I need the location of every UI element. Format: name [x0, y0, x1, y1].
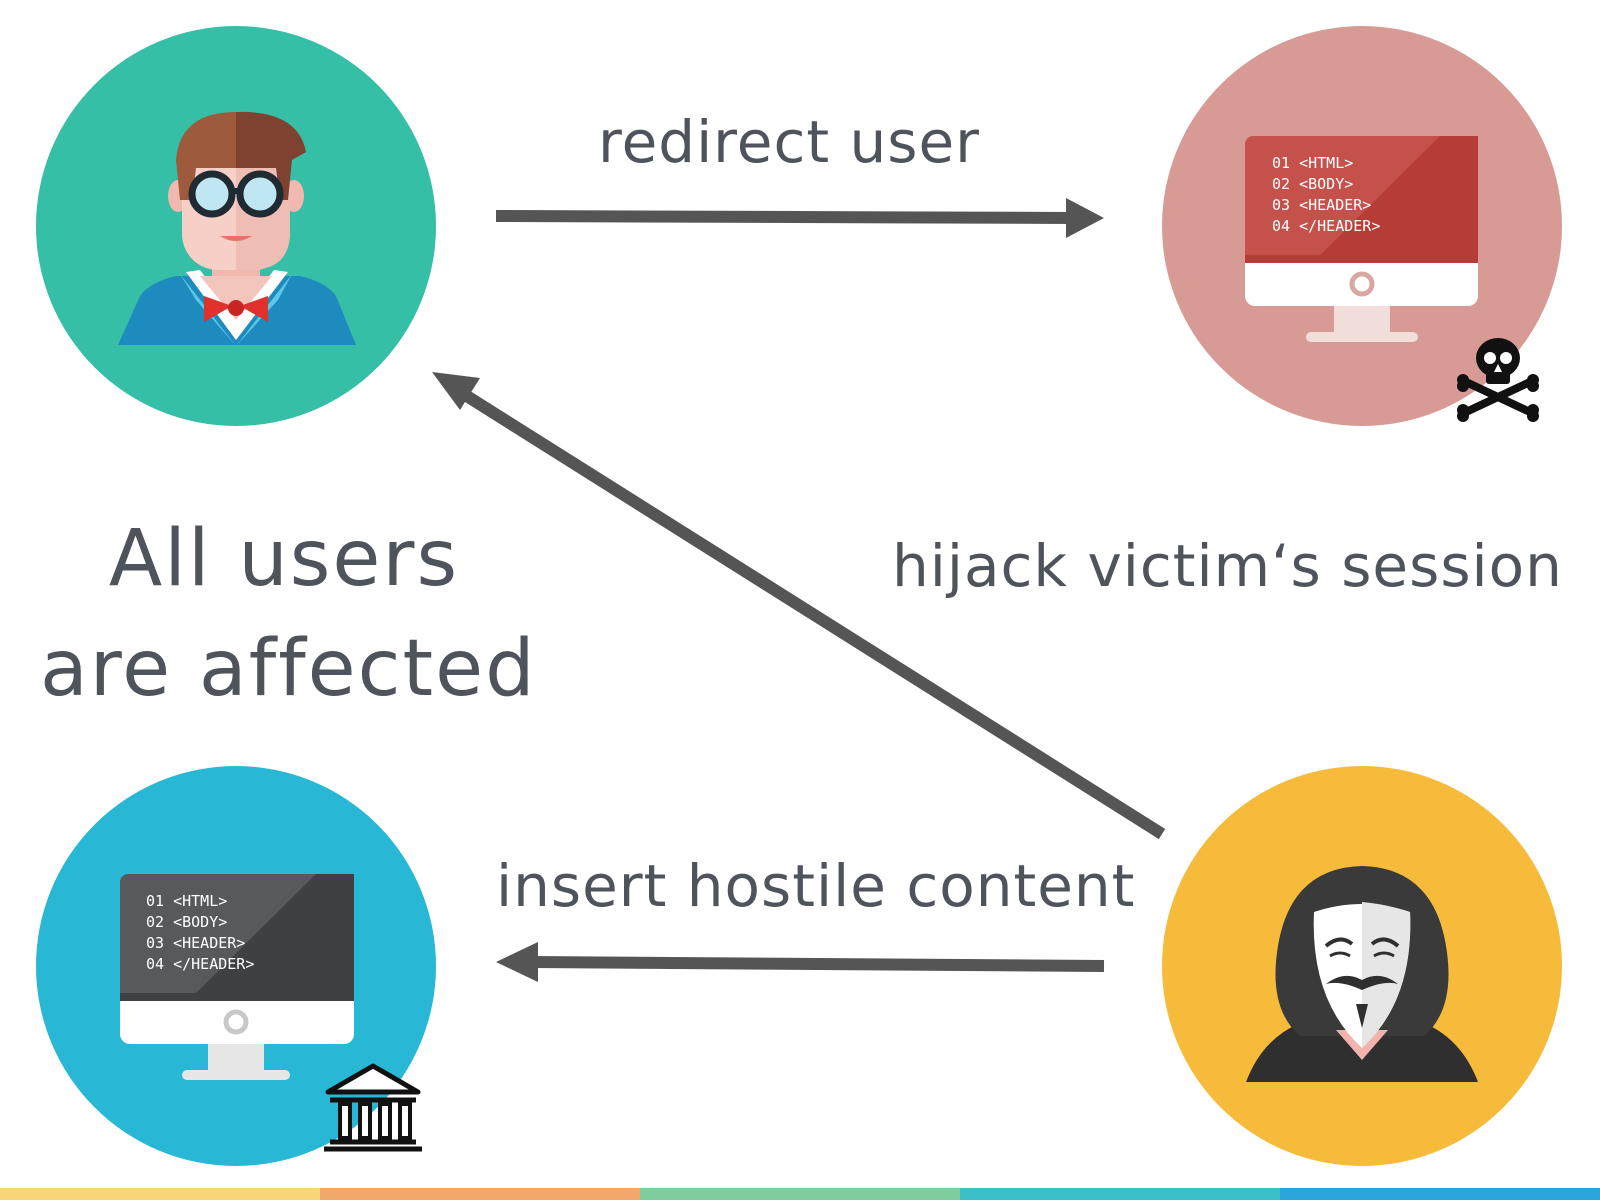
- all-users-line-2: are affected: [40, 614, 528, 724]
- insert-hostile-content-label: insert hostile content: [496, 852, 1135, 920]
- bottom-bar-segment: [640, 1188, 960, 1200]
- code-line: 01 <HTML>: [1272, 154, 1353, 172]
- attacker-node: [1162, 766, 1562, 1166]
- all-users-line-1: All users: [40, 504, 528, 614]
- arrow-hijack-session: [432, 372, 1162, 834]
- hijack-session-label: hijack victim‘s session: [892, 532, 1563, 600]
- bottom-color-bar: [0, 1188, 1600, 1200]
- code-line: 03 <HEADER>: [146, 934, 245, 952]
- all-users-affected-label: All users are affected: [40, 504, 528, 724]
- code-line: 02 <BODY>: [146, 913, 227, 931]
- arrow-insert-hostile-content: [496, 942, 1104, 982]
- bottom-bar-segment: [320, 1188, 640, 1200]
- code-line: 04 </HEADER>: [146, 955, 254, 973]
- malicious-site-node: 01 <HTML> 02 <BODY> 03 <HEADER> 04 </HEA…: [1162, 26, 1562, 426]
- user-node: [36, 26, 436, 426]
- redirect-user-label: redirect user: [598, 108, 980, 176]
- code-line: 01 <HTML>: [146, 892, 227, 910]
- bottom-bar-segment: [960, 1188, 1280, 1200]
- arrow-redirect-user: [496, 198, 1104, 238]
- code-line: 03 <HEADER>: [1272, 196, 1371, 214]
- bottom-bar-segment: [0, 1188, 320, 1200]
- bottom-bar-segment: [1280, 1188, 1600, 1200]
- code-line: 02 <BODY>: [1272, 175, 1353, 193]
- code-line: 04 </HEADER>: [1272, 217, 1380, 235]
- bank-site-node: 01 <HTML> 02 <BODY> 03 <HEADER> 04 </HEA…: [36, 766, 436, 1166]
